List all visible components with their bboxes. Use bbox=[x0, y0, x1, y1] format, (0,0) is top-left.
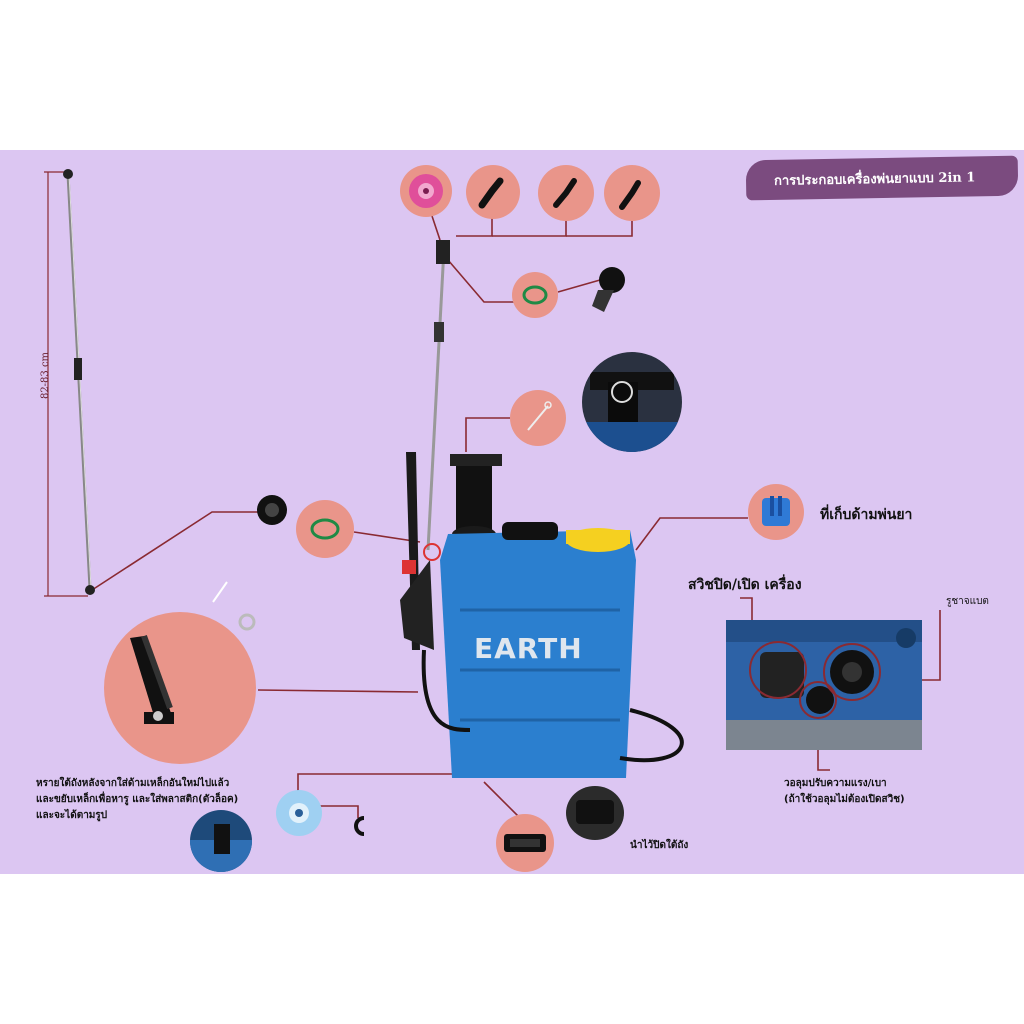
lever-assembly-callout bbox=[104, 612, 256, 764]
spray-wand-icon bbox=[63, 169, 95, 595]
handle-detail-photo bbox=[582, 352, 682, 452]
tank-bottom-note: นำไว้ปิดใต้ถัง bbox=[630, 840, 689, 851]
nozzle-tip-3-callout bbox=[604, 165, 660, 221]
pin-callout bbox=[510, 390, 566, 446]
pressure-valve-line-1: วอลุมปรับความแรง/เบา bbox=[784, 778, 887, 789]
lock-photo-icon bbox=[190, 824, 252, 872]
pressure-valve-line-2: (ถ้าใช้วอลุมไม่ต้องเปิดสวิช) bbox=[784, 794, 905, 805]
lock-detail-photo bbox=[190, 810, 252, 872]
cover-photo-icon bbox=[576, 800, 614, 824]
angled-nozzle-icon bbox=[553, 178, 577, 208]
o-ring-icon bbox=[522, 285, 548, 305]
nozzle-tip-2-callout bbox=[538, 165, 594, 221]
cotter-pin-icon bbox=[527, 401, 552, 431]
wand-length-label: 82-83 cm bbox=[40, 351, 52, 400]
wand-holder-icon bbox=[762, 496, 790, 526]
hose-cap-icon bbox=[257, 495, 287, 525]
nozzle-tip-1-callout bbox=[466, 165, 520, 219]
part-detail-photo bbox=[276, 790, 322, 836]
pin-note-line-3: และจะได้ตามรูป bbox=[36, 810, 108, 821]
charge-port-label: รูชาจแบต bbox=[946, 596, 989, 607]
brand-logo: EARTH bbox=[474, 632, 583, 665]
nozzle-connector-icon bbox=[592, 267, 625, 312]
bottom-cover-photo bbox=[566, 786, 624, 840]
pin-note-line-2: และขยับเหล็กเพื่อหารู และใส่พลาสติก(ตัวล… bbox=[36, 794, 239, 805]
lever-arm-icon bbox=[130, 634, 174, 724]
clip-icon bbox=[354, 816, 365, 836]
holder-callout bbox=[748, 484, 804, 540]
pin-note: หรายใต้ถังหลังจากใส่ด้ามเหล็กอันใหม่ไปแล… bbox=[36, 776, 238, 824]
pink-nozzle-icon bbox=[409, 174, 443, 208]
nozzle-cone-callout bbox=[400, 165, 452, 217]
page-title: การประกอบเครื่องพ่นยาแบบ 2in 1 bbox=[773, 170, 976, 189]
o-ring-callout-mid bbox=[296, 500, 354, 558]
control-panel-icon bbox=[726, 620, 922, 750]
pin-note-line-1: หรายใต้ถังหลังจากใส่ด้ามเหล็กอันใหม่ไปแล… bbox=[36, 778, 230, 789]
handle-clamp-icon bbox=[582, 372, 682, 452]
title-banner: การประกอบเครื่องพ่นยาแบบ 2in 1 bbox=[745, 155, 1019, 201]
o-ring-icon bbox=[310, 518, 340, 540]
pin-and-washer-icon bbox=[212, 581, 256, 631]
switch-label: สวิชปิด/เปิด เครื่อง bbox=[688, 577, 802, 593]
angled-nozzle-icon bbox=[478, 177, 504, 209]
pressure-valve-note: วอลุมปรับความแรง/เบา (ถ้าใช้วอลุมไม่ต้อง… bbox=[784, 776, 905, 808]
bottom-cover-callout bbox=[496, 814, 554, 872]
part-photo-icon bbox=[289, 803, 309, 823]
o-ring-callout-top bbox=[512, 272, 558, 318]
angled-nozzle-icon bbox=[619, 180, 641, 210]
control-panel-photo bbox=[726, 620, 922, 750]
bottom-cover-icon bbox=[504, 834, 546, 852]
backpack-sprayer-illustration bbox=[400, 240, 684, 778]
control-panel-highlights bbox=[749, 641, 881, 719]
holder-label: ที่เก็บด้ามพ่นยา bbox=[820, 507, 913, 523]
